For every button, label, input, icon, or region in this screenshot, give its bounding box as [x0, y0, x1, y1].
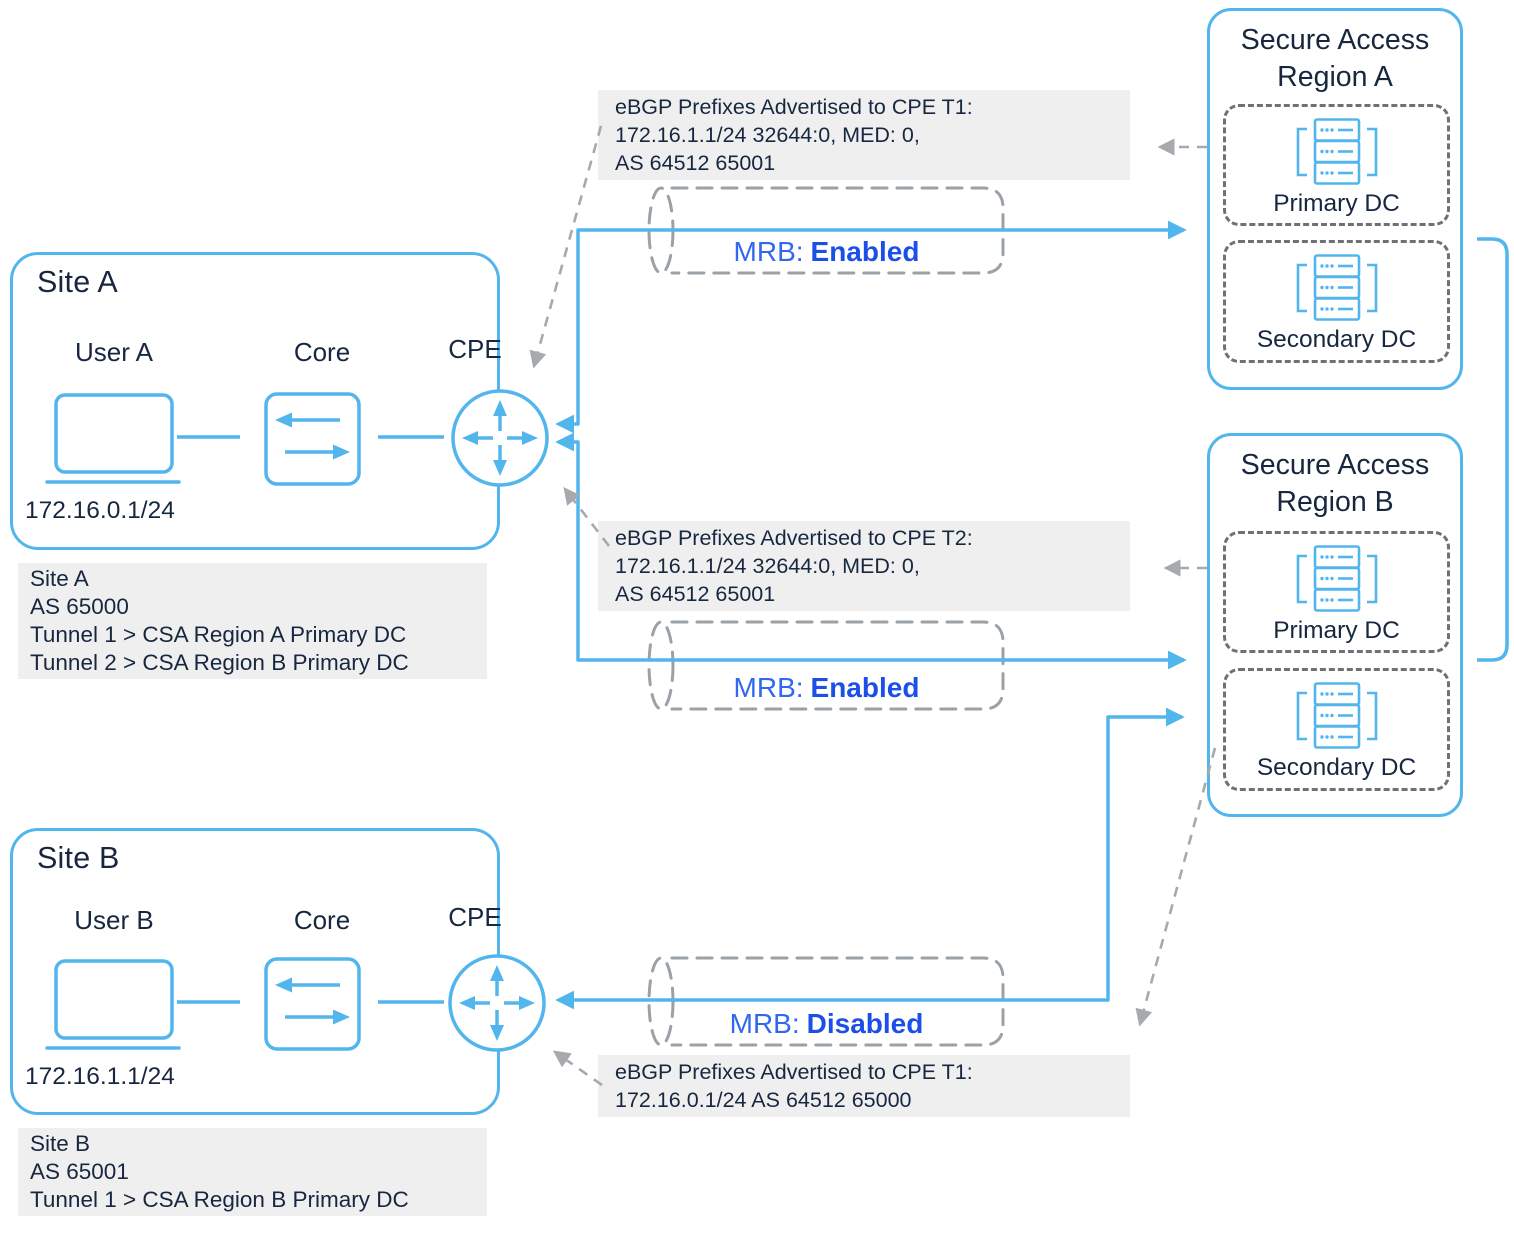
- site-a-box: Site A User A Core CPE 172.16.0.1/24: [10, 252, 502, 550]
- region-b-secondary-dc-label: Secondary DC: [1256, 754, 1417, 781]
- caption-line: Site A: [30, 566, 89, 591]
- tunnel-arrows: [555, 220, 1187, 1010]
- router-icon-cpe-a: [451, 389, 549, 487]
- switch-icon: [264, 392, 361, 486]
- region-b-primary-dc-box: Primary DC: [1223, 531, 1450, 653]
- ebgp-line: eBGP Prefixes Advertised to CPE T1:: [615, 1060, 973, 1084]
- server-stack-icon: [1296, 118, 1377, 185]
- ebgp-line: 172.16.1.1/24 32644:0, MED: 0,: [615, 123, 920, 147]
- caption-line: Tunnel 1 > CSA Region B Primary DC: [30, 1187, 409, 1212]
- server-stack-icon: [1296, 254, 1377, 321]
- ebgp-line: AS 64512 65001: [615, 151, 776, 175]
- arrow-secondary-dc-b-to-note: [1135, 747, 1217, 1027]
- arrow-note-to-cpe-b: [552, 1050, 603, 1087]
- ebgp-note-t1-region-a: eBGP Prefixes Advertised to CPE T1: 172.…: [598, 90, 1130, 180]
- region-b-box: Secure Access Region B Primary DC: [1207, 433, 1463, 817]
- region-title-line2: Region A: [1277, 61, 1393, 93]
- laptop-icon: [45, 959, 181, 1050]
- server-stack-icon: [1296, 545, 1377, 612]
- ebgp-line: eBGP Prefixes Advertised to CPE T1:: [615, 95, 973, 119]
- region-b-title: Secure Access Region B: [1210, 447, 1460, 521]
- mrb-prefix: MRB:: [733, 236, 804, 267]
- region-a-box: Secure Access Region A Primary DC: [1207, 8, 1463, 390]
- site-b-core-label: Core: [293, 905, 351, 935]
- switch-icon: [264, 957, 361, 1051]
- mrb-status: Enabled: [810, 672, 920, 703]
- region-title-line2: Region B: [1276, 486, 1394, 518]
- ebgp-line: AS 64512 65001: [615, 582, 776, 606]
- site-a-user-label: User A: [74, 337, 154, 367]
- ebgp-note-t2-region-b: eBGP Prefixes Advertised to CPE T2: 172.…: [598, 521, 1130, 611]
- site-a-subnet: 172.16.0.1/24: [25, 497, 175, 524]
- site-b-caption: Site B AS 65001 Tunnel 1 > CSA Region B …: [18, 1128, 487, 1216]
- caption-line: AS 65000: [30, 594, 129, 619]
- region-b-secondary-dc-box: Secondary DC: [1223, 668, 1450, 791]
- region-a-secondary-dc-box: Secondary DC: [1223, 240, 1450, 363]
- site-b-title: Site B: [37, 841, 120, 875]
- site-b-box: Site B User B Core CPE 172.16.1.1/24: [10, 828, 502, 1115]
- caption-line: Site B: [30, 1131, 91, 1156]
- region-a-title: Secure Access Region A: [1210, 22, 1460, 96]
- mrb-status: Enabled: [810, 236, 920, 267]
- mrb-status: Disabled: [806, 1008, 924, 1039]
- ebgp-note-t1-site-b: eBGP Prefixes Advertised to CPE T1: 172.…: [598, 1055, 1130, 1117]
- mrb-status-tunnel1: MRB:Enabled: [650, 236, 1003, 268]
- region-a-primary-dc-label: Primary DC: [1273, 190, 1400, 217]
- tunnel-cylinders: [647, 186, 1005, 1047]
- laptop-icon: [45, 393, 181, 484]
- region-title-line1: Secure Access: [1240, 24, 1430, 56]
- region-a-secondary-dc-label: Secondary DC: [1256, 326, 1417, 353]
- tunnel-3-arrow: [555, 707, 1185, 1010]
- mrb-status-tunnel3: MRB:Disabled: [650, 1008, 1003, 1040]
- site-a-cpe-label: CPE: [448, 334, 502, 364]
- ebgp-line: 172.16.0.1/24 AS 64512 65000: [615, 1088, 912, 1112]
- mrb-prefix: MRB:: [729, 1008, 800, 1039]
- caption-line: Tunnel 1 > CSA Region A Primary DC: [30, 622, 407, 647]
- site-b-subnet: 172.16.1.1/24: [25, 1063, 175, 1090]
- site-a-title: Site A: [37, 265, 118, 299]
- region-a-b-bracket: [1477, 237, 1509, 662]
- mrb-status-tunnel2: MRB:Enabled: [650, 672, 1003, 704]
- ebgp-line: 172.16.1.1/24 32644:0, MED: 0,: [615, 554, 920, 578]
- mrb-prefix: MRB:: [733, 672, 804, 703]
- site-b-cpe-label: CPE: [448, 902, 502, 932]
- caption-line: AS 65001: [30, 1159, 129, 1184]
- region-a-primary-dc-box: Primary DC: [1223, 104, 1450, 226]
- region-b-primary-dc-label: Primary DC: [1273, 617, 1400, 644]
- ebgp-line: eBGP Prefixes Advertised to CPE T2:: [615, 526, 973, 550]
- server-stack-icon: [1296, 682, 1377, 749]
- region-title-line1: Secure Access: [1240, 449, 1430, 481]
- site-a-caption: Site A AS 65000 Tunnel 1 > CSA Region A …: [18, 563, 487, 679]
- router-icon-cpe-b: [448, 954, 546, 1052]
- site-b-user-label: User B: [74, 905, 154, 935]
- arrow-note-t1-to-cpe-a: [529, 125, 603, 369]
- site-a-core-label: Core: [293, 337, 351, 367]
- caption-line: Tunnel 2 > CSA Region B Primary DC: [30, 650, 409, 675]
